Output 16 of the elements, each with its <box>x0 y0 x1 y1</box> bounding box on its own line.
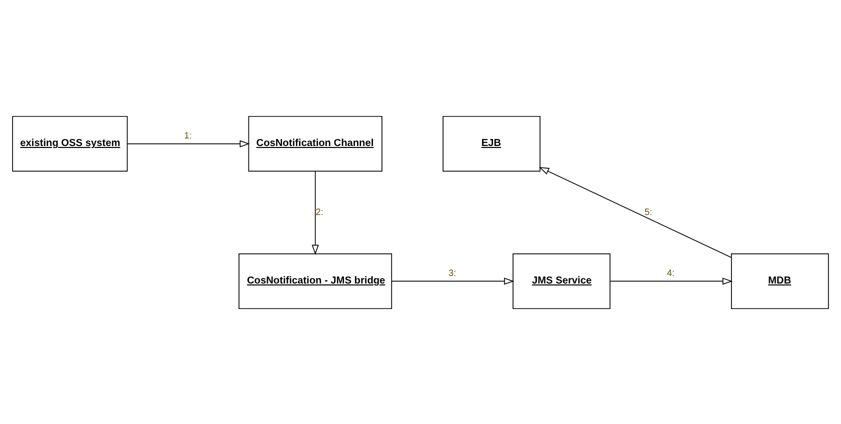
edge-label: 2: <box>316 206 324 216</box>
node-box: existing OSS system <box>12 115 128 172</box>
edge-label: 3: <box>448 267 456 278</box>
node-box: JMS Service <box>512 252 610 309</box>
edge-label: 4: <box>666 267 675 278</box>
arrow <box>391 277 514 284</box>
node-box: MDB <box>731 252 829 309</box>
node-box: CosNotification - JMS bridge <box>238 252 392 309</box>
arrow <box>610 277 733 284</box>
arrow <box>538 166 732 258</box>
node-box: EJB <box>442 115 540 172</box>
arrow <box>127 140 250 147</box>
edge-label: 1: <box>184 130 192 140</box>
edge-label: 5: <box>644 206 652 216</box>
node-box: CosNotification Channel <box>248 115 382 172</box>
arrow <box>312 170 319 254</box>
